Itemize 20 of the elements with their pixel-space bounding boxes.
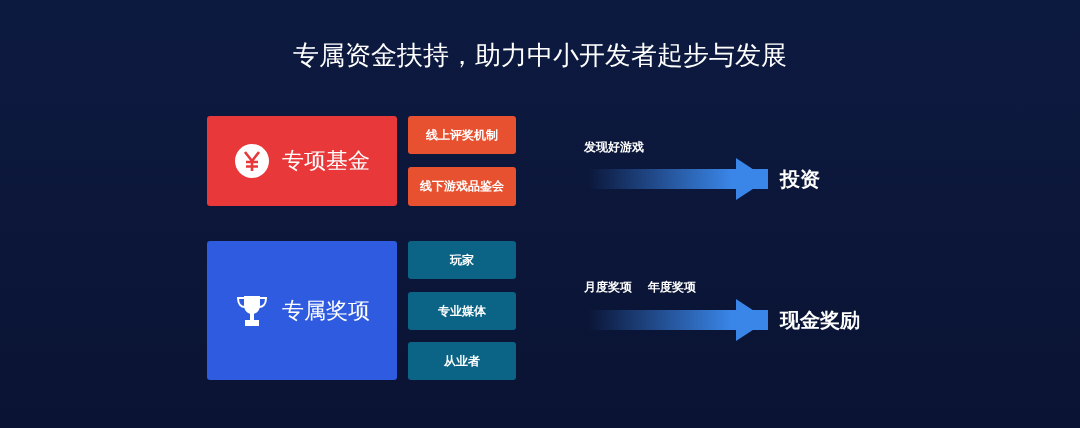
- arrow-caption: 发现好游戏: [584, 139, 644, 156]
- item-card: [408, 116, 516, 154]
- category-card: [207, 116, 397, 206]
- arrow-caption: 月度奖项: [584, 279, 632, 296]
- result-label: 现金奖励: [780, 306, 860, 334]
- card-text: 从业者: [444, 352, 480, 370]
- item-card: [408, 167, 516, 206]
- card-text: 玩家: [450, 251, 474, 269]
- card-text: 线上评奖机制: [426, 126, 498, 144]
- slide-title: 专属资金扶持，助力中小开发者起步与发展: [293, 39, 787, 72]
- card-text: 专业媒体: [438, 302, 486, 320]
- category-card: [207, 241, 397, 380]
- item-card: [408, 241, 516, 279]
- card-text: 专项基金: [282, 147, 370, 175]
- item-card: [408, 342, 516, 380]
- item-card: [408, 292, 516, 330]
- card-text: 专属奖项: [282, 296, 370, 325]
- result-label: 投资: [780, 165, 820, 193]
- arrow-caption: 年度奖项: [648, 279, 696, 296]
- card-text: 线下游戏品鉴会: [420, 178, 504, 195]
